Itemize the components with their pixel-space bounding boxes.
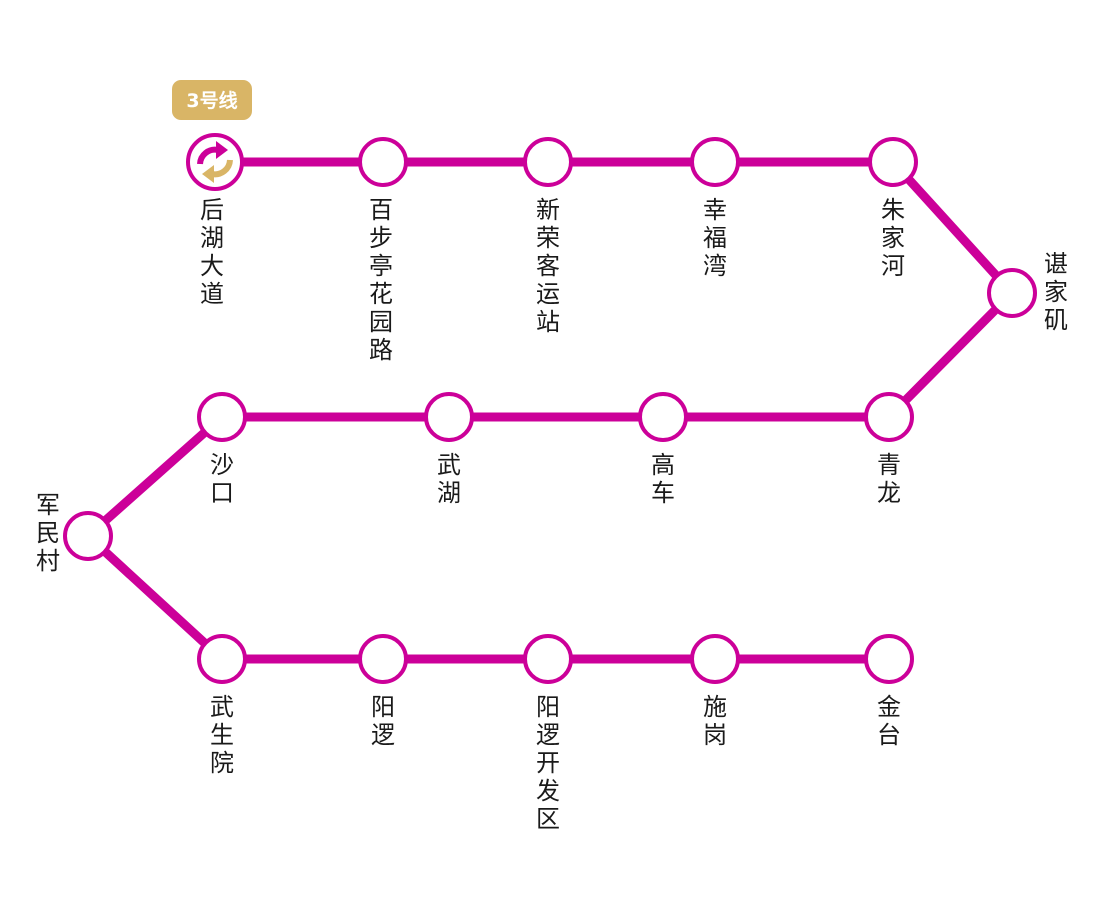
station-qinglong[interactable]: 青龙: [864, 392, 914, 507]
station-label: 阳逻: [371, 693, 395, 749]
station-shigang[interactable]: 施岗: [690, 634, 740, 749]
station-chenjiaji[interactable]: 谌家矶: [987, 250, 1068, 334]
station-label: 军民村: [36, 491, 60, 575]
station-wuhu[interactable]: 武湖: [424, 392, 474, 507]
station-label: 新荣客运站: [536, 196, 560, 336]
station-marker[interactable]: [197, 634, 247, 684]
line-badge-label[interactable]: 3号线: [186, 89, 237, 112]
station-marker[interactable]: [523, 137, 573, 187]
station-marker[interactable]: [690, 634, 740, 684]
stations: 后湖大道 百步亭花园路 新荣客运站 幸福湾 朱家河谌家矶青龙 高车 武湖 沙口军民村武生院 阳逻…: [36, 133, 1068, 833]
station-zhujiahe[interactable]: 朱家河: [868, 137, 918, 280]
station-label: 施岗: [703, 693, 727, 749]
station-yangluo-kaifaqu[interactable]: 阳逻开发区: [523, 634, 573, 833]
station-marker[interactable]: [358, 634, 408, 684]
station-label: 金台: [877, 693, 901, 749]
station-yangluo[interactable]: 阳逻: [358, 634, 408, 749]
station-xingfuwan[interactable]: 幸福湾: [690, 137, 740, 280]
station-label: 武生院: [210, 693, 234, 777]
station-label: 后湖大道: [200, 196, 224, 308]
line-track: [83, 157, 1017, 664]
station-marker[interactable]: [523, 634, 573, 684]
line-badge-background[interactable]: [172, 80, 252, 120]
station-xinrong-keyunzhan[interactable]: 新荣客运站: [523, 137, 573, 336]
station-label: 青龙: [877, 451, 901, 507]
station-marker[interactable]: [63, 511, 113, 561]
station-marker[interactable]: [358, 137, 408, 187]
station-gaoche[interactable]: 高车: [638, 392, 688, 507]
station-marker[interactable]: [638, 392, 688, 442]
station-marker[interactable]: [868, 137, 918, 187]
station-houhu-dadao[interactable]: 后湖大道: [186, 133, 244, 308]
station-label: 高车: [651, 451, 675, 507]
station-marker[interactable]: [197, 392, 247, 442]
station-label: 武湖: [437, 451, 461, 507]
station-label: 幸福湾: [703, 196, 727, 280]
line-3-track: [83, 157, 1017, 664]
station-marker[interactable]: [186, 133, 244, 191]
station-wushengyuan[interactable]: 武生院: [197, 634, 247, 777]
line-badge[interactable]: 3号线: [172, 80, 252, 120]
station-marker[interactable]: [864, 392, 914, 442]
station-label: 百步亭花园路: [369, 196, 393, 364]
station-shakou[interactable]: 沙口: [197, 392, 247, 507]
station-label: 朱家河: [881, 196, 905, 280]
station-marker[interactable]: [864, 634, 914, 684]
station-marker[interactable]: [424, 392, 474, 442]
station-marker[interactable]: [987, 268, 1037, 318]
terminus-arrows-icon: [197, 141, 233, 183]
station-label: 阳逻开发区: [536, 693, 560, 833]
station-label: 谌家矶: [1044, 250, 1068, 334]
station-baibuting-huayuan-lu[interactable]: 百步亭花园路: [358, 137, 408, 364]
station-marker[interactable]: [690, 137, 740, 187]
station-jintai[interactable]: 金台: [864, 634, 914, 749]
station-label: 沙口: [210, 451, 234, 507]
station-junmincun[interactable]: 军民村: [36, 491, 113, 575]
